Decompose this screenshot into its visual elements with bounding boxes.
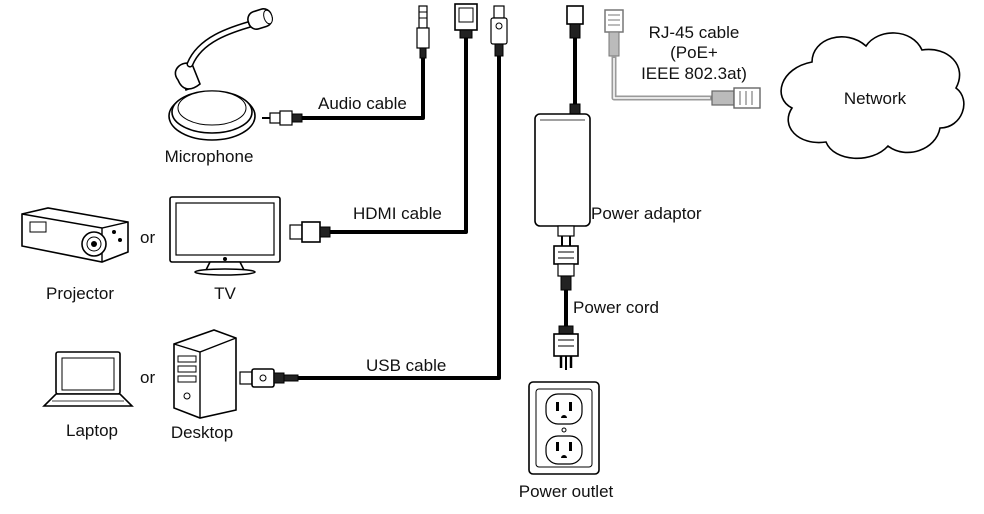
rj45-label-line-3: IEEE 802.3at) <box>641 64 747 83</box>
power-adaptor-label: Power adaptor <box>591 204 702 223</box>
rj45-label-line-1: RJ-45 cable <box>649 23 740 42</box>
usb-cable-label: USB cable <box>366 356 446 375</box>
projector-icon <box>21 207 129 263</box>
usb-plug-top <box>490 5 508 57</box>
network-label: Network <box>844 89 907 108</box>
power-cord-plug <box>553 325 579 370</box>
power-adaptor-icon <box>534 103 591 227</box>
hdmi-plug-top <box>454 3 478 39</box>
rj45-plug-top <box>604 9 624 57</box>
hdmi-cable-label: HDMI cable <box>353 204 442 223</box>
audio-cable-label: Audio cable <box>318 94 407 113</box>
audio-cable-line <box>302 58 425 120</box>
power-plug-top <box>566 5 584 39</box>
hdmi-plug-left <box>289 221 331 243</box>
power-adaptor-inlet <box>553 225 579 291</box>
network-cloud <box>780 32 965 160</box>
projector-label: Projector <box>46 284 114 303</box>
tv-label: TV <box>214 284 236 303</box>
microphone-label: Microphone <box>165 147 254 166</box>
desktop-icon <box>173 329 237 419</box>
tv-icon <box>169 196 281 276</box>
or-text-2: or <box>140 368 155 387</box>
audio-plug-top <box>416 5 430 59</box>
or-text-1: or <box>140 228 155 247</box>
audio-plug-left <box>262 110 303 126</box>
rj45-label-line-2: (PoE+ <box>670 43 718 62</box>
rj45-plug-right <box>711 87 761 109</box>
power-outlet-label: Power outlet <box>519 482 614 501</box>
laptop-label: Laptop <box>66 421 118 440</box>
desktop-label: Desktop <box>171 423 233 442</box>
laptop-icon <box>42 351 134 407</box>
usb-cable-line <box>298 56 501 380</box>
microphone-icon <box>168 8 273 141</box>
hdmi-cable-line <box>330 38 468 234</box>
power-outlet-icon <box>528 381 600 475</box>
power-cord-label: Power cord <box>573 298 659 317</box>
usb-plug-left <box>239 368 299 388</box>
